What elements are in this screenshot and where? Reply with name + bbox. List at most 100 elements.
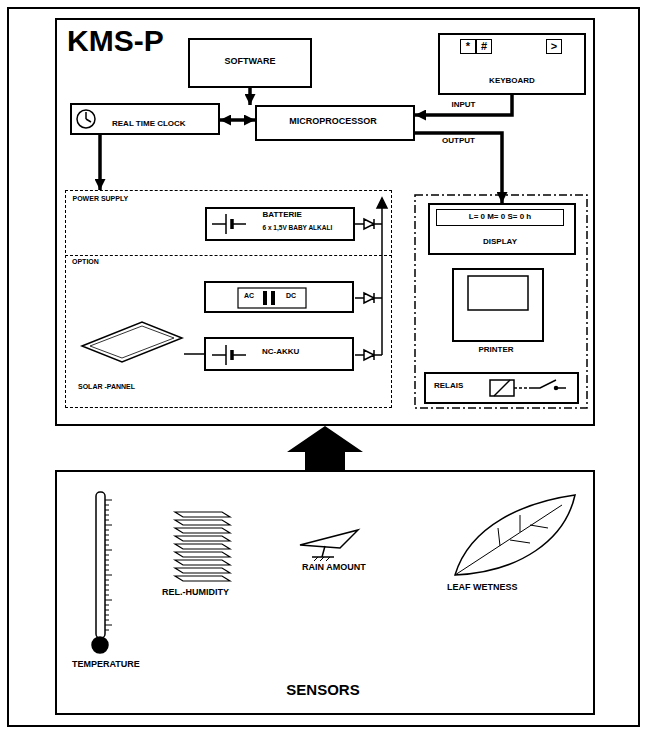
- keyboard-box: *# > KEYBOARD: [438, 33, 586, 95]
- thermometer: [105, 545, 109, 546]
- edge-label: OUTPUT: [440, 137, 477, 146]
- solar-panel: [82, 322, 182, 362]
- converter-symbol: [263, 291, 267, 305]
- thermometer: [105, 525, 112, 526]
- humidity-screen: [175, 512, 230, 581]
- converter-symbol: [271, 291, 275, 305]
- rain-gauge: [300, 530, 358, 561]
- signal-arrow: [415, 133, 502, 203]
- box-label: KEYBOARD: [489, 77, 535, 86]
- rain-gauge: [300, 530, 358, 548]
- box-label: MICROPROCESSOR: [289, 117, 377, 127]
- display-box: L= 0 M= 0 S= 0 hDISPLAY: [428, 203, 576, 255]
- signal-arrow: [184, 353, 204, 355]
- thermometer: [105, 570, 109, 571]
- signal-arrow: [415, 95, 512, 115]
- thermometer: [105, 520, 109, 521]
- diode-bus: [355, 198, 387, 360]
- system-title: KMS-P: [67, 24, 164, 57]
- box-label: NC-AKKU: [262, 348, 299, 357]
- converter-symbol: [238, 288, 306, 308]
- relay-symbol: [514, 387, 530, 389]
- thermometer: [105, 580, 109, 581]
- thermometer: [105, 510, 109, 511]
- humidity-screen: [175, 568, 230, 573]
- output-region: [415, 195, 587, 408]
- humidity-screen: [175, 560, 230, 565]
- converter-symbol: [238, 288, 306, 308]
- rain-gauge: [312, 546, 334, 557]
- diode-bus: [355, 219, 382, 229]
- humidity-screen: [175, 528, 230, 533]
- thermometer: [105, 500, 112, 501]
- thermometer: [105, 555, 109, 556]
- box-label: PRINTER: [478, 346, 513, 355]
- relay-symbol: [490, 380, 514, 396]
- thermometer: [105, 560, 109, 561]
- solar-panel: [90, 326, 174, 358]
- outer-frame: [8, 8, 639, 726]
- diode-bus: [381, 207, 383, 355]
- printer-paper: [468, 276, 528, 310]
- thermometer: [105, 625, 112, 626]
- leaf: [455, 495, 575, 575]
- outer-frame: [8, 8, 639, 726]
- box-label: 6 x 1,5V BABY ALKALI: [263, 224, 333, 231]
- clock-icon: [77, 110, 95, 128]
- box-label: AC: [244, 292, 254, 300]
- leaf: [455, 505, 562, 575]
- thermometer: [105, 605, 109, 606]
- edge-label: INPUT: [450, 101, 478, 110]
- printer-paper: [468, 276, 528, 310]
- box-label: SOFTWARE: [225, 57, 276, 67]
- box-label: >: [546, 39, 562, 54]
- thermometer: [105, 620, 109, 621]
- box-label: SENSORS: [286, 682, 359, 699]
- accumulator-box: NC-AKKU: [204, 337, 354, 371]
- thermometer: [105, 530, 109, 531]
- output-region: [415, 195, 587, 408]
- box-label: DISPLAY: [483, 238, 517, 247]
- sensor-label: TEMPERATURE: [70, 660, 142, 670]
- signal-arrow: [220, 118, 255, 122]
- printer-box: PRINTER: [452, 268, 544, 342]
- battery-symbol: [212, 345, 246, 365]
- humidity-screen: [175, 536, 230, 541]
- option-region: OPTIONACDCSOLAR -PANNELNC-AKKU: [65, 255, 392, 408]
- relay-symbol: [494, 380, 510, 396]
- thermometer: [105, 590, 109, 591]
- thermometer: [92, 637, 108, 653]
- thermometer: [105, 595, 109, 596]
- leaf: [455, 495, 575, 575]
- box-label: BATTERIE: [263, 211, 302, 220]
- box-label: SOLAR -PANNEL: [78, 383, 135, 391]
- thermometer: [105, 540, 109, 541]
- diode-bus: [355, 350, 382, 360]
- humidity-screen: [175, 552, 230, 557]
- humidity-screen: [175, 576, 230, 581]
- thermometer: [105, 615, 109, 616]
- clock-icon: [77, 110, 95, 128]
- box-label: *: [460, 39, 476, 54]
- software-box: SOFTWARE: [188, 38, 312, 88]
- diode-bus: [377, 198, 387, 208]
- thermometer: [105, 575, 112, 576]
- system-box: KMS-PSOFTWARE*#>KEYBOARDREAL TIME CLOCKM…: [55, 18, 595, 426]
- diode-bus: [355, 293, 382, 303]
- thermometer: [105, 585, 109, 586]
- converter-box: AC DC: [204, 281, 354, 313]
- box-label: DC: [286, 292, 296, 300]
- solar-panel: SOLAR -PANNEL: [74, 321, 184, 397]
- solar-panel: [82, 322, 182, 362]
- thermometer: [105, 535, 109, 536]
- relay-symbol: [555, 387, 558, 390]
- sensor-label: REL.-HUMIDITY: [160, 588, 231, 598]
- humidity-screen: [175, 512, 230, 517]
- humidity-screen: [175, 520, 230, 525]
- box-label: #: [476, 39, 492, 54]
- rain-gauge: [314, 557, 330, 561]
- thermometer: [105, 550, 112, 551]
- thermometer: [105, 600, 112, 601]
- box-label: POWER SUPPLY: [73, 195, 129, 203]
